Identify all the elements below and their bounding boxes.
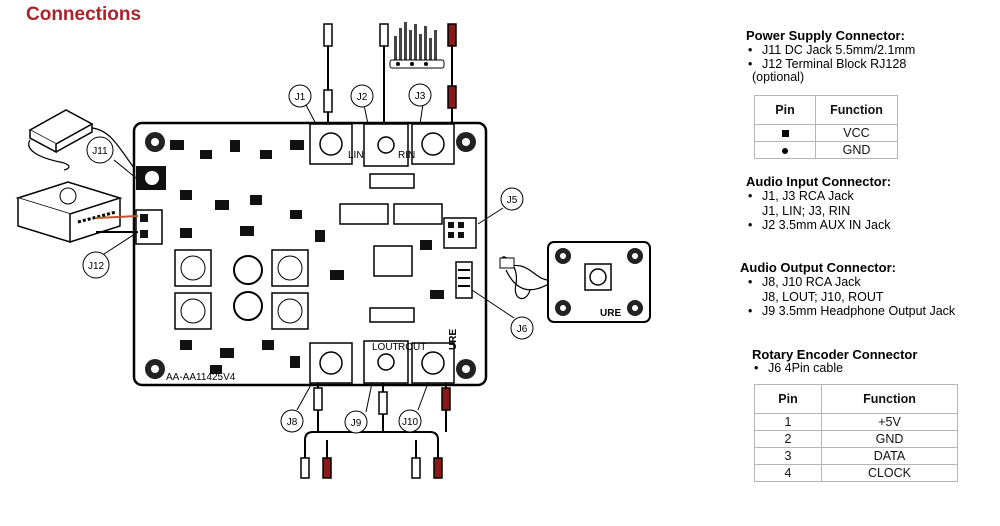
callout-j12: J12: [82, 251, 110, 279]
lin-text: LIN: [348, 150, 364, 161]
audio-output-item: J8, LOUT; J10, ROUT: [762, 290, 884, 304]
table-row: 1+5V: [754, 413, 958, 431]
audio-input-item: J1, LIN; J3, RIN: [762, 204, 851, 218]
callout-j10: J10: [398, 409, 422, 433]
power-section-title: Power Supply Connector:: [746, 28, 905, 43]
power-item: •J11 DC Jack 5.5mm/2.1mm: [748, 43, 916, 57]
svg-text:J12: J12: [88, 261, 105, 272]
power-adapter-illustration: [28, 109, 135, 171]
callout-j9: J9: [344, 410, 368, 434]
svg-text:J5: J5: [507, 195, 518, 206]
audio-input-item: •J2 3.5mm AUX IN Jack: [748, 218, 891, 232]
power-pin-table: Pin Function VCC GND: [754, 95, 898, 159]
audio-output-item: •J9 3.5mm Headphone Output Jack: [748, 304, 956, 318]
square-pin-icon: [754, 124, 816, 142]
callout-j5: J5: [500, 187, 524, 211]
brand-logo-text: URE: [448, 329, 459, 350]
power-item: •J12 Terminal Block RJ128: [748, 57, 907, 71]
svg-text:J1: J1: [295, 92, 306, 103]
table-row: VCC: [754, 124, 898, 142]
audio-output-item: •J8, J10 RCA Jack: [748, 275, 861, 289]
round-pin-icon: [754, 141, 816, 159]
lout-text: LOUT: [372, 342, 399, 353]
input-cables-illustration: [323, 22, 457, 124]
svg-text:J10: J10: [402, 417, 419, 428]
callout-j11: J11: [86, 136, 114, 164]
callout-j6: J6: [510, 316, 534, 340]
callout-j1: J1: [288, 84, 312, 108]
callout-j8: J8: [280, 409, 304, 433]
svg-text:J2: J2: [357, 92, 368, 103]
svg-text:J8: J8: [287, 417, 298, 428]
encoder-brand-text: URE: [600, 308, 621, 319]
power-supply-box-illustration: [15, 181, 139, 244]
audio-input-section-title: Audio Input Connector:: [746, 174, 892, 189]
page-title: Connections: [26, 4, 142, 25]
output-cables-illustration: [300, 383, 451, 479]
encoder-item: •J6 4Pin cable: [754, 361, 844, 375]
rout-text: ROUT: [398, 342, 426, 353]
svg-text:J3: J3: [415, 91, 426, 102]
board-id-text: AA-AA11425V4: [166, 372, 236, 383]
svg-text:J6: J6: [517, 324, 528, 335]
main-board: LIN RIN LOUT ROUT AA-AA11425V4 URE: [132, 121, 488, 387]
svg-text:J11: J11: [92, 146, 108, 157]
power-note: (optional): [752, 70, 805, 84]
audio-input-item: •J1, J3 RCA Jack: [748, 189, 854, 203]
callout-j3: J3: [408, 83, 432, 107]
audio-output-section-title: Audio Output Connector:: [740, 260, 896, 275]
callout-j2: J2: [350, 84, 374, 108]
svg-text:J9: J9: [351, 418, 362, 429]
encoder-board: URE: [499, 241, 651, 323]
table-row: GND: [754, 141, 898, 159]
encoder-section-title: Rotary Encoder Connector: [752, 347, 918, 362]
rin-text: RIN: [398, 150, 415, 161]
callout-leaders: [103, 103, 515, 413]
